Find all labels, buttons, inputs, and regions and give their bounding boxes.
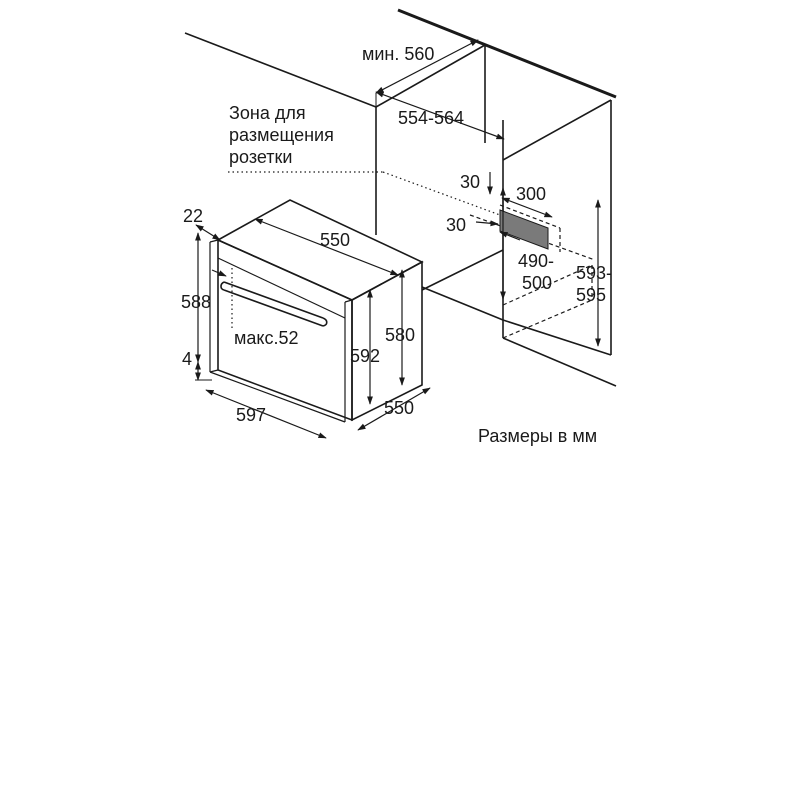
label-socket-height-line1: 490-	[518, 251, 554, 271]
units-note: Размеры в мм	[478, 426, 597, 446]
label-side-depth: 550	[384, 398, 414, 418]
label-socket-zone-line2: размещения	[229, 125, 334, 145]
dimension-lines	[195, 39, 601, 439]
label-min-width: мин. 560	[362, 44, 434, 64]
label-niche-height-line2: 595	[576, 285, 606, 305]
label-niche-width: 554-564	[398, 108, 464, 128]
label-top-depth: 550	[320, 230, 350, 250]
label-front-panel-depth: 22	[183, 206, 203, 226]
oven-body	[209, 199, 424, 423]
label-socket-side-offset: 30	[446, 215, 466, 235]
label-niche-height-line1: 593-	[576, 263, 612, 283]
label-body-height: 592	[350, 346, 380, 366]
label-bottom-offset: 4	[182, 349, 192, 369]
label-socket-top-offset: 30	[460, 172, 480, 192]
label-handle-max: макс.52	[234, 328, 299, 348]
label-front-width: 597	[236, 405, 266, 425]
label-door-height: 588	[181, 292, 211, 312]
label-socket-zone-line3: розетки	[229, 147, 292, 167]
socket-zone	[228, 171, 561, 252]
label-socket-height-line2: 500	[522, 273, 552, 293]
socket-area	[499, 209, 549, 250]
label-side-height: 580	[385, 325, 415, 345]
label-socket-zone-line1: Зона для	[229, 103, 306, 123]
dimension-labels: мин. 560 554-564 Зона для размещения роз…	[181, 44, 612, 446]
door-handle	[220, 281, 328, 327]
label-socket-width: 300	[516, 184, 546, 204]
